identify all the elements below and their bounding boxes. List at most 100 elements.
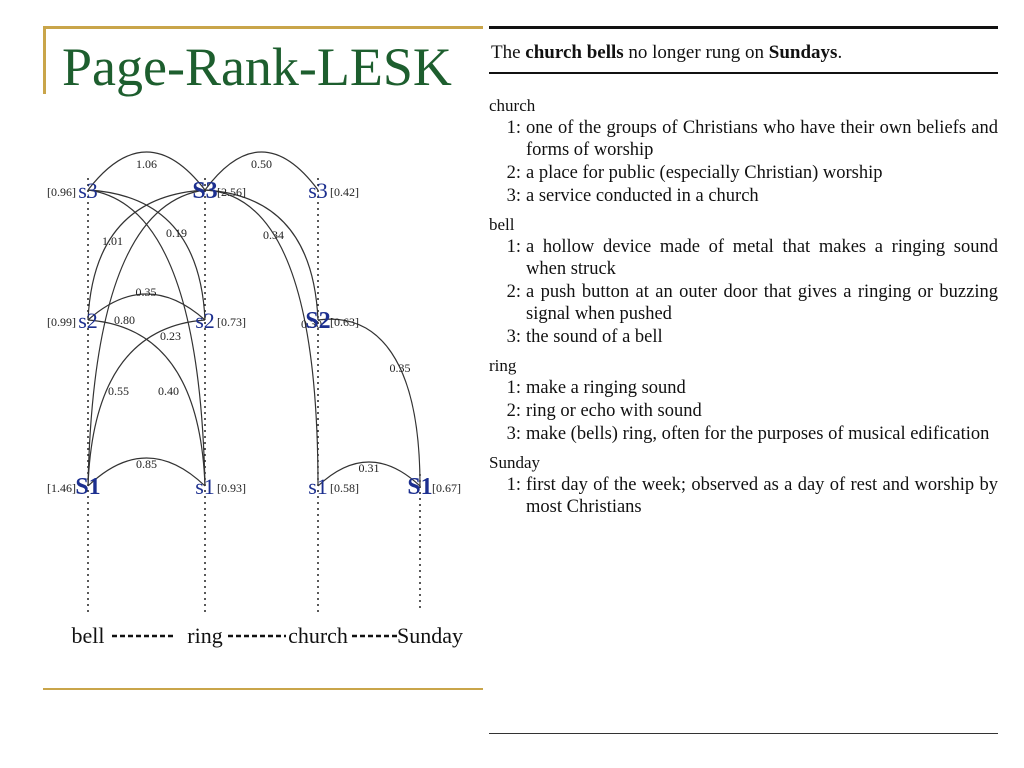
edge-arc xyxy=(87,189,206,487)
sense-definition: 1:first day of the week; observed as a d… xyxy=(489,474,998,518)
example-sentence: The church bells no longer rung on Sunda… xyxy=(491,42,842,64)
sentence-bold: Sundays xyxy=(768,42,838,63)
sense-score-label: [0.73] xyxy=(217,315,246,329)
edge-weight-label: 0.30 xyxy=(301,317,322,331)
glossary-panel: The church bells no longer rung on Sunda… xyxy=(483,20,998,738)
edge-weight-label: 0.34 xyxy=(263,228,284,242)
sense-node-label: S3 xyxy=(192,178,217,204)
top-rule xyxy=(489,26,998,29)
sense-score-label: [2.56] xyxy=(217,185,246,199)
sense-number: 1: xyxy=(506,378,521,398)
sense-text: one of the groups of Christians who have… xyxy=(526,118,998,160)
sense-number: 2: xyxy=(506,282,521,302)
sense-definition: 2:a push button at an outer door that gi… xyxy=(489,281,998,325)
bottom-rule xyxy=(489,733,998,734)
sense-node-label: S2 xyxy=(305,308,330,334)
sense-number: 3: xyxy=(506,186,521,206)
sense-number: 1: xyxy=(506,475,521,495)
edge-arc xyxy=(87,189,206,487)
edge-weight-label: 0.50 xyxy=(251,157,272,171)
edge-weight-label: 0.23 xyxy=(160,329,181,343)
sense-node-label: s2 xyxy=(78,308,98,333)
bottom-accent-line xyxy=(43,688,483,690)
sense-text: ring or echo with sound xyxy=(526,401,702,421)
sense-graph: 1.06 0.50 0.19 0.34 0.80 1.01 0.30 0.35 0.55 0.40… xyxy=(47,151,463,648)
edge-weight-label: 0.31 xyxy=(359,461,380,475)
edge-arc xyxy=(87,319,206,487)
sense-number: 2: xyxy=(506,401,521,421)
sense-text: make (bells) ring, often for the purpose… xyxy=(526,424,990,444)
edge-arc xyxy=(87,151,206,191)
edge-arc xyxy=(87,319,206,487)
sense-definition: 3:a service conducted in a church xyxy=(489,185,998,207)
sense-node-label: S1 xyxy=(75,474,100,500)
sense-definition: 3:the sound of a bell xyxy=(489,326,998,348)
sense-definition: 2:a place for public (especially Christi… xyxy=(489,162,998,184)
slide-title: Page-Rank-LESK xyxy=(62,37,452,97)
edge-arc xyxy=(204,151,319,191)
sense-score-label: [0.63] xyxy=(330,315,359,329)
edge-arc xyxy=(204,189,319,321)
sense-score-label: [0.67] xyxy=(432,481,461,495)
edge-weight-label: 0.80 xyxy=(114,313,135,327)
sense-score-label: [0.58] xyxy=(330,481,359,495)
word-label: Sunday xyxy=(397,623,463,648)
sense-definition: 1:a hollow device made of metal that mak… xyxy=(489,236,998,280)
edge-weight-label: 0.35 xyxy=(136,285,157,299)
edge-weight-label: 0.85 xyxy=(136,457,157,471)
edge-weight-label: 0.55 xyxy=(108,384,129,398)
edge-arc xyxy=(87,293,206,321)
sense-number: 3: xyxy=(506,424,521,444)
edge-weight-label: 1.01 xyxy=(102,234,123,248)
title-accent-bar xyxy=(43,26,46,94)
sense-number: 3: xyxy=(506,327,521,347)
sense-node-label: s1 xyxy=(195,474,215,499)
edge-arc xyxy=(317,461,421,487)
edge-weight-label: 0.35 xyxy=(390,361,411,375)
sentence-rule xyxy=(489,72,998,74)
sense-score-label: [1.46] xyxy=(47,481,76,495)
entry-word-bell: bell xyxy=(489,215,515,234)
sense-text: a place for public (especially Christian… xyxy=(526,163,883,183)
edge-arc xyxy=(87,457,206,487)
sense-node-label: s3 xyxy=(308,178,328,203)
sense-score-label: [0.99] xyxy=(47,315,76,329)
sense-number: 2: xyxy=(506,163,521,183)
sense-text: a push button at an outer door that give… xyxy=(526,282,998,324)
word-label: ring xyxy=(187,623,222,648)
sense-text: make a ringing sound xyxy=(526,378,686,398)
word-label: bell xyxy=(72,623,105,648)
sense-text: a service conducted in a church xyxy=(526,186,759,206)
sense-score-label: [0.93] xyxy=(217,481,246,495)
edge-weight-label: 0.19 xyxy=(166,226,187,240)
sense-definition: 1:make a ringing sound xyxy=(489,377,998,399)
entry-word-ring: ring xyxy=(489,356,517,375)
sense-node-label: s3 xyxy=(78,178,98,203)
edge-arc xyxy=(87,189,206,321)
sense-definition: 3:make (bells) ring, often for the purpo… xyxy=(489,423,998,445)
sentence-part: . xyxy=(837,42,843,63)
sentence-bold: church bells xyxy=(525,42,624,63)
edge-arc xyxy=(87,189,206,321)
entry-word-church: church xyxy=(489,96,536,115)
edge-arc xyxy=(204,189,319,487)
sense-text: first day of the week; observed as a day… xyxy=(526,475,998,517)
sense-text: the sound of a bell xyxy=(526,327,663,347)
sense-definition: 1:one of the groups of Christians who ha… xyxy=(489,117,998,161)
sense-score-label: [0.42] xyxy=(330,185,359,199)
sense-score-label: [0.96] xyxy=(47,185,76,199)
sense-number: 1: xyxy=(506,237,521,257)
sense-definition: 2:ring or echo with sound xyxy=(489,400,998,422)
edge-weight-label: 0.40 xyxy=(158,384,179,398)
sense-number: 1: xyxy=(506,118,521,138)
sentence-part: no longer rung on xyxy=(623,42,769,63)
sense-node-label: s2 xyxy=(195,308,215,333)
edge-arc xyxy=(317,318,421,487)
entry-word-sunday: Sunday xyxy=(489,453,540,472)
sense-text: a hollow device made of metal that makes… xyxy=(526,237,998,279)
word-label: church xyxy=(288,623,348,648)
edge-weight-label: 1.06 xyxy=(136,157,157,171)
sentence-part: The xyxy=(491,42,526,63)
sense-node-label: S1 xyxy=(407,474,432,500)
